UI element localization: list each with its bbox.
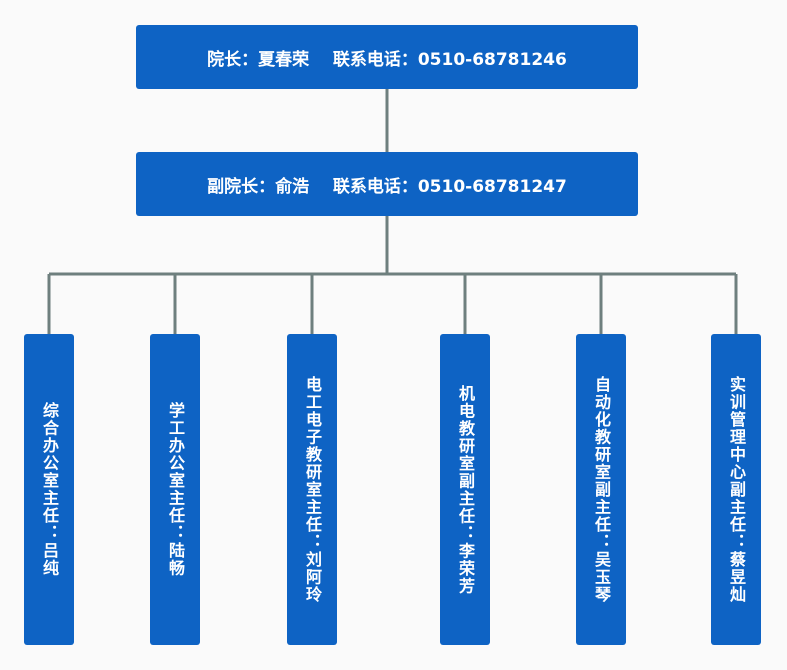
dean-box: 院长：夏春荣 联系电话：0510-68781246	[136, 25, 638, 89]
dept-label-electrical-electronics: 电工电子教研室主任：刘阿玲	[303, 375, 322, 604]
dept-label-automation: 自动化教研室副主任：吴玉琴	[592, 375, 611, 604]
dept-box-student-affairs: 学工办公室主任：陆畅	[150, 334, 200, 645]
dept-label-general-office: 综合办公室主任：吕纯	[40, 402, 59, 577]
vice-dean-box: 副院长：俞浩 联系电话：0510-68781247	[136, 152, 638, 216]
dept-box-electrical-electronics: 电工电子教研室主任：刘阿玲	[287, 334, 337, 645]
dept-box-training-center: 实训管理中心副主任：蔡昱灿	[711, 334, 761, 645]
dean-label: 院长：夏春荣 联系电话：0510-68781246	[207, 49, 567, 70]
dept-label-student-affairs: 学工办公室主任：陆畅	[166, 402, 185, 577]
dept-box-automation: 自动化教研室副主任：吴玉琴	[576, 334, 626, 645]
dept-label-mechatronics: 机电教研室副主任：李荣芳	[456, 384, 475, 595]
dept-label-training-center: 实训管理中心副主任：蔡昱灿	[727, 375, 746, 604]
dept-box-general-office: 综合办公室主任：吕纯	[24, 334, 74, 645]
dept-box-mechatronics: 机电教研室副主任：李荣芳	[440, 334, 490, 645]
vice-dean-label: 副院长：俞浩 联系电话：0510-68781247	[207, 176, 567, 197]
